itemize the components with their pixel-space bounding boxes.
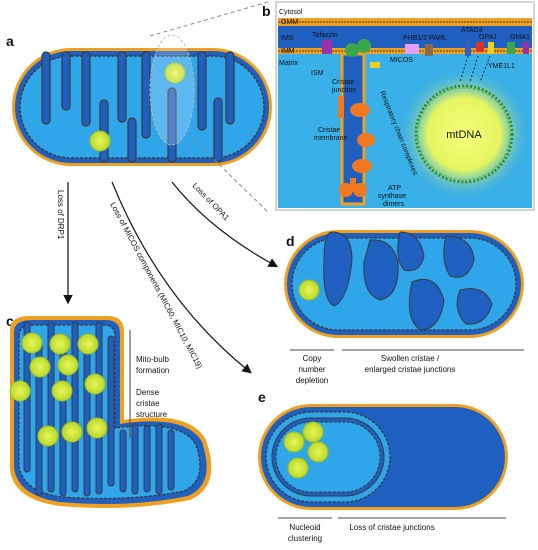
- label-imm: IMM: [281, 48, 295, 55]
- label-atp-3: dimers: [383, 201, 405, 208]
- cristae-a: [41, 51, 235, 163]
- label-cristae-membrane-2: membrane: [314, 135, 348, 142]
- label-ims: IMS: [281, 35, 294, 42]
- label-cristae-junction-1: Cristae: [332, 79, 354, 86]
- resp-complexes: [338, 96, 375, 173]
- mito-bulb-2: formation: [136, 366, 169, 375]
- panel-d: d Copy number depletion Swollen cristae …: [284, 230, 524, 385]
- micos-protein-1: [345, 43, 359, 57]
- label-oma1: OMA1: [510, 34, 530, 41]
- label-parl: PARL: [429, 35, 447, 42]
- panel-b: b: [262, 1, 535, 211]
- swollen-cristae-d: [323, 231, 493, 331]
- zoom-line-top: [149, 1, 269, 37]
- oma1-protein-2: [523, 42, 529, 54]
- panel-e: e Nucleoid clustering Loss of cristae ju…: [258, 389, 508, 543]
- dense-2: cristae: [136, 399, 160, 408]
- oma1-protein: [507, 42, 515, 54]
- swollen-1: Swollen cristae /: [381, 354, 440, 363]
- arrow-opa1-label: Loss of OPA1: [191, 181, 232, 223]
- label-ism: ISM: [311, 70, 324, 77]
- label-micos: MICOS: [390, 57, 413, 64]
- yme-protein: [488, 42, 494, 54]
- dense-1: Dense: [136, 388, 160, 397]
- parl-protein: [425, 44, 433, 56]
- dense-3: structure: [136, 410, 168, 419]
- atp-synthase: [339, 178, 367, 197]
- label-cristae-membrane-1: Cristae: [318, 127, 340, 134]
- mtdna-strand: [417, 87, 511, 181]
- arrow-micos: [111, 181, 252, 374]
- label-atad3: ATAD3: [461, 27, 483, 34]
- nucleoid-1: Nucleoid: [289, 523, 320, 532]
- opa1-protein: [476, 42, 484, 52]
- zoom-region: [149, 34, 195, 146]
- swollen-2: enlarged cristae junctions: [365, 365, 456, 374]
- mtdna-circle: [414, 84, 514, 184]
- copy-1: Copy: [303, 354, 322, 363]
- mtdna-connectors: [459, 55, 491, 83]
- micos-yellow: [370, 62, 380, 68]
- panel-a: a: [6, 1, 272, 213]
- phb-protein: [405, 44, 419, 54]
- panel-d-letter: d: [286, 233, 295, 249]
- copy-3: depletion: [296, 376, 328, 385]
- nucleoid-a1: [164, 62, 186, 84]
- label-atp-1: ATP: [388, 185, 401, 192]
- label-matrix: Matrix: [279, 60, 299, 67]
- label-omm: OMM: [281, 19, 298, 26]
- atad3-protein: [465, 40, 471, 56]
- label-opa1: OPA1: [479, 34, 497, 41]
- label-cytosol: Cytosol: [279, 9, 303, 16]
- label-mtdna: mtDNA: [446, 129, 482, 141]
- mito-bulb-1: Mito-bulb: [136, 355, 169, 364]
- tafazzin-protein: [322, 40, 332, 54]
- label-tafazzin: Tafazzin: [312, 32, 338, 39]
- label-yme: YME1L1: [488, 63, 515, 70]
- label-phb: PHB1/2: [403, 35, 427, 42]
- panel-a-letter: a: [6, 33, 14, 49]
- panel-e-letter: e: [258, 389, 266, 405]
- nucleoid-2: clustering: [288, 534, 322, 543]
- panel-c: c: [6, 313, 212, 508]
- nucleoid-d: [298, 279, 320, 301]
- zoom-line-bottom: [193, 139, 269, 213]
- arrow-drp1-label: Loss of DRP1: [56, 190, 65, 240]
- panel-c-letter: c: [6, 313, 14, 329]
- label-atp-2: synthase: [378, 193, 406, 200]
- nucleoid-cluster-e: [283, 421, 329, 479]
- arrow-opa1: [171, 181, 279, 268]
- nucleoid-a2: [89, 130, 111, 152]
- nucleoids-c: [9, 332, 108, 447]
- micos-protein-2: [357, 39, 371, 53]
- label-cristae-junction-2: junction: [331, 87, 356, 94]
- panel-b-letter: b: [262, 3, 271, 19]
- copy-2: number: [298, 365, 325, 374]
- loss-junctions: Loss of cristae junctions: [349, 523, 434, 532]
